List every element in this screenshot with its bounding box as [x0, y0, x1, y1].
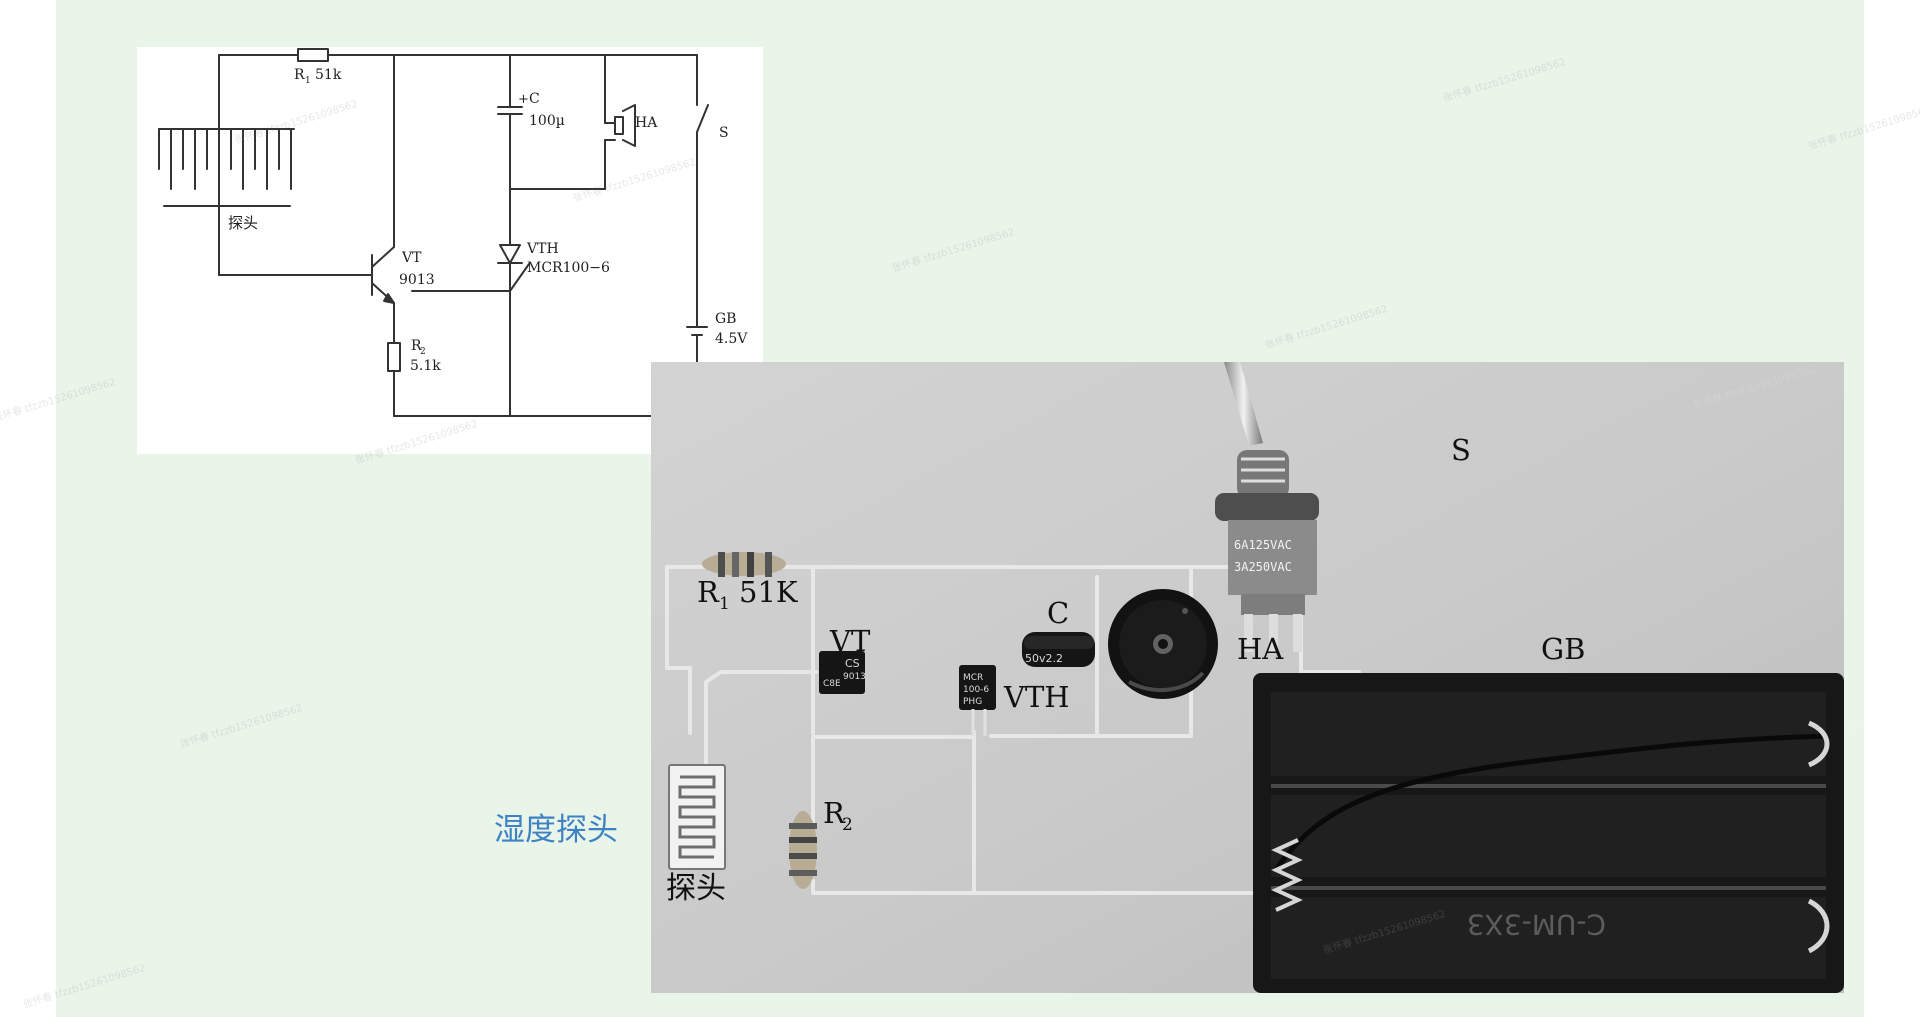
- schematic-capacitor-label: C: [529, 91, 540, 107]
- schematic-vth-value: MCR100−6: [527, 260, 610, 276]
- photo-battery-label: GB: [1541, 632, 1585, 666]
- schematic-r2-subscript: 2: [420, 347, 426, 357]
- photo-r1-subscript: 1: [719, 594, 730, 614]
- switch-photo: 6A125VAC 3A250VAC: [1215, 362, 1319, 652]
- buzzer-symbol-horn: [622, 104, 636, 147]
- photo-capacitor-label: C: [1047, 596, 1069, 630]
- r1-resistor-symbol: [297, 48, 329, 62]
- r2-resistor-symbol: [387, 342, 401, 372]
- switch-marking-6a125vac: 6A125VAC: [1234, 538, 1292, 552]
- switch-symbol: [696, 104, 709, 133]
- vth-thyristor-photo: MCR 100-6 PHG: [959, 665, 996, 736]
- schematic-drawing: R 1 51k + C 100µ HA S 探头 VT 9013 VTH MCR…: [158, 48, 748, 448]
- switch-marking-3a250vac: 3A250VAC: [1234, 560, 1292, 574]
- photo-buzzer-label: HA: [1237, 632, 1284, 666]
- photo-wires: [665, 565, 1653, 895]
- photo-r2-label: R: [823, 796, 846, 830]
- vth-marking-100-6: 100-6: [963, 685, 989, 695]
- schematic-r1-label: R: [294, 67, 305, 83]
- schematic-probe-label: 探头: [228, 214, 258, 232]
- photo-switch-label: S: [1451, 433, 1471, 467]
- thyristor-symbol: [499, 244, 521, 264]
- capacitor-marking: 50v2.2: [1025, 652, 1063, 665]
- schematic-vt-value: 9013: [399, 272, 435, 288]
- photo-r1-value: 51K: [739, 575, 799, 609]
- circuit-photo: CS 9013 C8E MCR 100-6 PHG 50v2.2: [651, 362, 1844, 993]
- schematic-vt-label: VT: [401, 250, 422, 266]
- vth-marking-phg: PHG: [963, 697, 982, 707]
- schematic-r1-subscript: 1: [305, 76, 311, 86]
- schematic-r1-value: 51k: [315, 67, 342, 83]
- photo-r2-subscript: 2: [842, 815, 853, 835]
- battery-holder-photo: C-UM-3X3: [1253, 673, 1844, 993]
- buzzer-symbol-body: [614, 116, 624, 135]
- vt-marking-c8e: C8E: [823, 679, 841, 689]
- vth-marking-mcr: MCR: [963, 673, 983, 683]
- r2-resistor-photo: [789, 811, 817, 889]
- vt-marking-9013: 9013: [843, 672, 866, 682]
- photo-r1-label: R: [697, 575, 720, 609]
- circuit-photo-drawing: CS 9013 C8E MCR 100-6 PHG 50v2.2: [651, 362, 1844, 993]
- vt-marking-cs: CS: [845, 657, 860, 670]
- photo-probe-label: 探头: [666, 871, 726, 906]
- r1-resistor-photo: [702, 552, 786, 577]
- schematic-buzzer-label: HA: [635, 115, 658, 131]
- schematic-battery-label: GB: [715, 311, 736, 327]
- capacitor-photo: 50v2.2: [1022, 632, 1095, 667]
- schematic-r2-value: 5.1k: [410, 358, 441, 374]
- schematic-capacitor-plus: +: [518, 92, 529, 107]
- transistor-collector: [371, 246, 395, 268]
- photo-vt-label: VT: [829, 624, 871, 658]
- battery-holder-marking: C-UM-3X3: [1467, 908, 1606, 941]
- schematic-vth-label: VTH: [526, 241, 559, 257]
- schematic-battery-value: 4.5V: [715, 331, 748, 347]
- vt-transistor-photo: CS 9013 C8E: [819, 651, 866, 694]
- transistor-emitter-arrow: [383, 293, 395, 304]
- buzzer-photo: [1108, 589, 1218, 699]
- schematic-switch-label: S: [719, 125, 729, 141]
- photo-vth-label: VTH: [1003, 680, 1070, 714]
- humidity-probe-caption: 湿度探头: [494, 812, 618, 848]
- schematic-capacitor-value: 100µ: [529, 113, 565, 129]
- schematic-r2-label: R: [411, 338, 422, 354]
- probe-photo: [668, 764, 726, 870]
